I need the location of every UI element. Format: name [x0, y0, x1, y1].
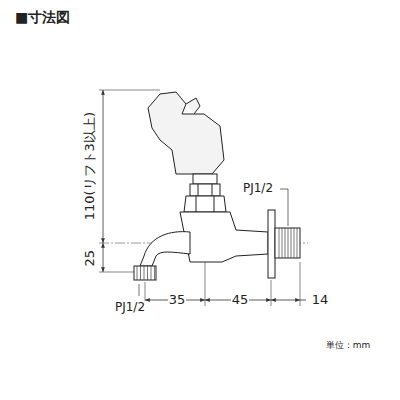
- unit-note: 単位：mm: [325, 341, 372, 351]
- thread-stroke: [151, 266, 152, 280]
- thread-stroke: [154, 266, 155, 280]
- leader-lines: [139, 189, 288, 296]
- faucet-body: [134, 92, 300, 280]
- thread-spec: PJ1/2: [114, 301, 146, 314]
- dimension-text: 14: [311, 293, 330, 307]
- thread-stroke: [297, 228, 298, 258]
- dimension-text: 25: [83, 249, 97, 268]
- thread-stroke: [288, 228, 289, 258]
- thread-stroke: [294, 228, 295, 258]
- dimension-text: 45: [231, 293, 250, 307]
- title: ■寸法図: [14, 10, 71, 25]
- thread-stroke: [291, 228, 292, 258]
- thread-stroke: [285, 228, 286, 258]
- thread-lines: [137, 228, 297, 280]
- dimension-text: 110(リフト3以上): [83, 111, 97, 221]
- dimension-lines: [103, 90, 306, 300]
- extension-lines: [99, 90, 300, 306]
- thread-stroke: [140, 266, 141, 280]
- thread-stroke: [147, 266, 148, 280]
- dimension-text: 35: [168, 293, 187, 307]
- thread-stroke: [282, 228, 283, 258]
- thread-spec: PJ1/2: [242, 182, 274, 195]
- thread-stroke: [137, 266, 138, 280]
- thread-stroke: [279, 228, 280, 258]
- thread-stroke: [144, 266, 145, 280]
